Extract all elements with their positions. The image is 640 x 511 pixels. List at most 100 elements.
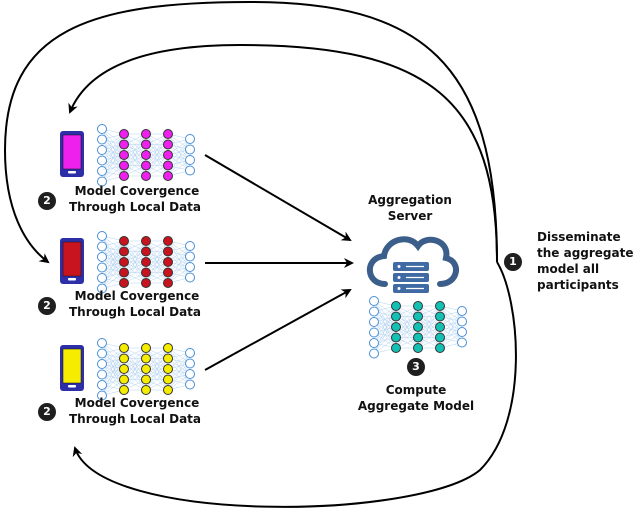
client2-node — [163, 278, 173, 288]
client2-node — [163, 267, 173, 278]
client3-node — [97, 390, 107, 401]
server-node — [413, 332, 423, 343]
step-badge-disseminate: 1 — [504, 253, 522, 271]
step-badge-server: 3 — [407, 358, 425, 376]
client2-node — [97, 231, 107, 241]
client1-node — [119, 171, 129, 181]
client1-phone-button — [68, 171, 76, 174]
server-node — [369, 348, 379, 359]
client1-node — [163, 150, 173, 160]
client1-node — [97, 145, 107, 155]
client1-node — [163, 139, 173, 150]
client3-node — [141, 364, 151, 374]
client2-label-line1: Model Covergence — [74, 289, 200, 303]
client1-node — [97, 176, 107, 187]
disseminate-line2: the aggregate — [537, 246, 634, 260]
cloud-outline — [366, 236, 459, 287]
client3-label-line2: Through Local Data — [68, 412, 202, 426]
client3-label-line1: Model Covergence — [74, 396, 200, 410]
client3-node — [163, 353, 173, 364]
client3-phone-screen — [62, 348, 82, 384]
client3-node — [97, 348, 107, 359]
client2-node — [97, 283, 107, 294]
client2-node — [97, 262, 107, 273]
server-node — [369, 327, 379, 338]
client2-neural-network-icon — [97, 231, 195, 294]
client1-node — [185, 134, 195, 144]
server-node — [413, 322, 423, 332]
client1-node — [141, 129, 151, 139]
client1-smartphone-icon — [60, 131, 84, 177]
server-node — [391, 311, 401, 322]
server-node — [413, 343, 423, 353]
cloud-server-icon — [366, 236, 459, 293]
client2-node — [97, 273, 107, 283]
client1-node — [97, 155, 107, 166]
dissemination-arrow-inner-top — [68, 43, 498, 263]
client1-node — [119, 139, 129, 150]
client2-node — [119, 257, 129, 267]
client3-smartphone-icon — [60, 345, 84, 391]
step-badge-client3: 2 — [38, 403, 56, 421]
server-neural-network-icon — [369, 296, 467, 359]
dissemination-arrow-bottom — [72, 261, 517, 508]
client3-node — [97, 359, 107, 369]
client2-node — [97, 252, 107, 262]
client2-node — [185, 241, 195, 251]
server-node — [457, 327, 467, 337]
client1-node — [97, 166, 107, 176]
client1-node — [163, 160, 173, 171]
step-badge-client1: 2 — [38, 192, 56, 210]
server-node — [435, 301, 445, 311]
server-node — [457, 316, 467, 327]
server-node — [369, 296, 379, 306]
server-node — [435, 343, 445, 353]
client2-node — [163, 236, 173, 246]
server-node — [457, 337, 467, 348]
client1-node — [185, 155, 195, 165]
client1-node — [97, 134, 107, 145]
client1-node — [119, 160, 129, 171]
client1-node — [141, 171, 151, 181]
server-title-line2: Server — [387, 209, 433, 223]
server-title-line1: Aggregation — [368, 193, 452, 207]
client2-node — [119, 246, 129, 257]
client3-node — [97, 380, 107, 390]
client1-node — [163, 129, 173, 139]
client1-node — [119, 129, 129, 139]
client2-node — [185, 272, 195, 283]
client2-node — [185, 262, 195, 272]
server-node — [369, 306, 379, 317]
client3-node — [119, 364, 129, 374]
client2-node — [163, 246, 173, 257]
client1-node — [185, 165, 195, 176]
client3-node — [163, 343, 173, 353]
client1-node — [141, 160, 151, 171]
server-node — [369, 317, 379, 327]
client3-node — [119, 343, 129, 353]
client1-node — [141, 150, 151, 160]
client3-neural-network-icon — [97, 338, 195, 401]
client1-node — [185, 144, 195, 155]
client2-node — [141, 257, 151, 267]
client1-phone-screen — [62, 134, 82, 170]
client1-label-line2: Through Local Data — [68, 200, 202, 214]
client3-node — [185, 369, 195, 379]
client2-phone-button — [68, 278, 76, 281]
disseminate-line1: Disseminate — [537, 230, 621, 244]
server-node — [391, 301, 401, 311]
client2-node — [141, 236, 151, 246]
disseminate-line3: model all — [537, 262, 600, 276]
client2-label-line2: Through Local Data — [68, 305, 202, 319]
client2-phone-screen — [62, 241, 82, 277]
client2-node — [119, 236, 129, 246]
server-node — [435, 322, 445, 332]
client3-node — [185, 348, 195, 358]
server-node — [391, 322, 401, 332]
client3-node — [119, 353, 129, 364]
client1-node — [141, 139, 151, 150]
client3-node — [185, 358, 195, 369]
server-node — [413, 311, 423, 322]
client3-node — [185, 379, 195, 390]
